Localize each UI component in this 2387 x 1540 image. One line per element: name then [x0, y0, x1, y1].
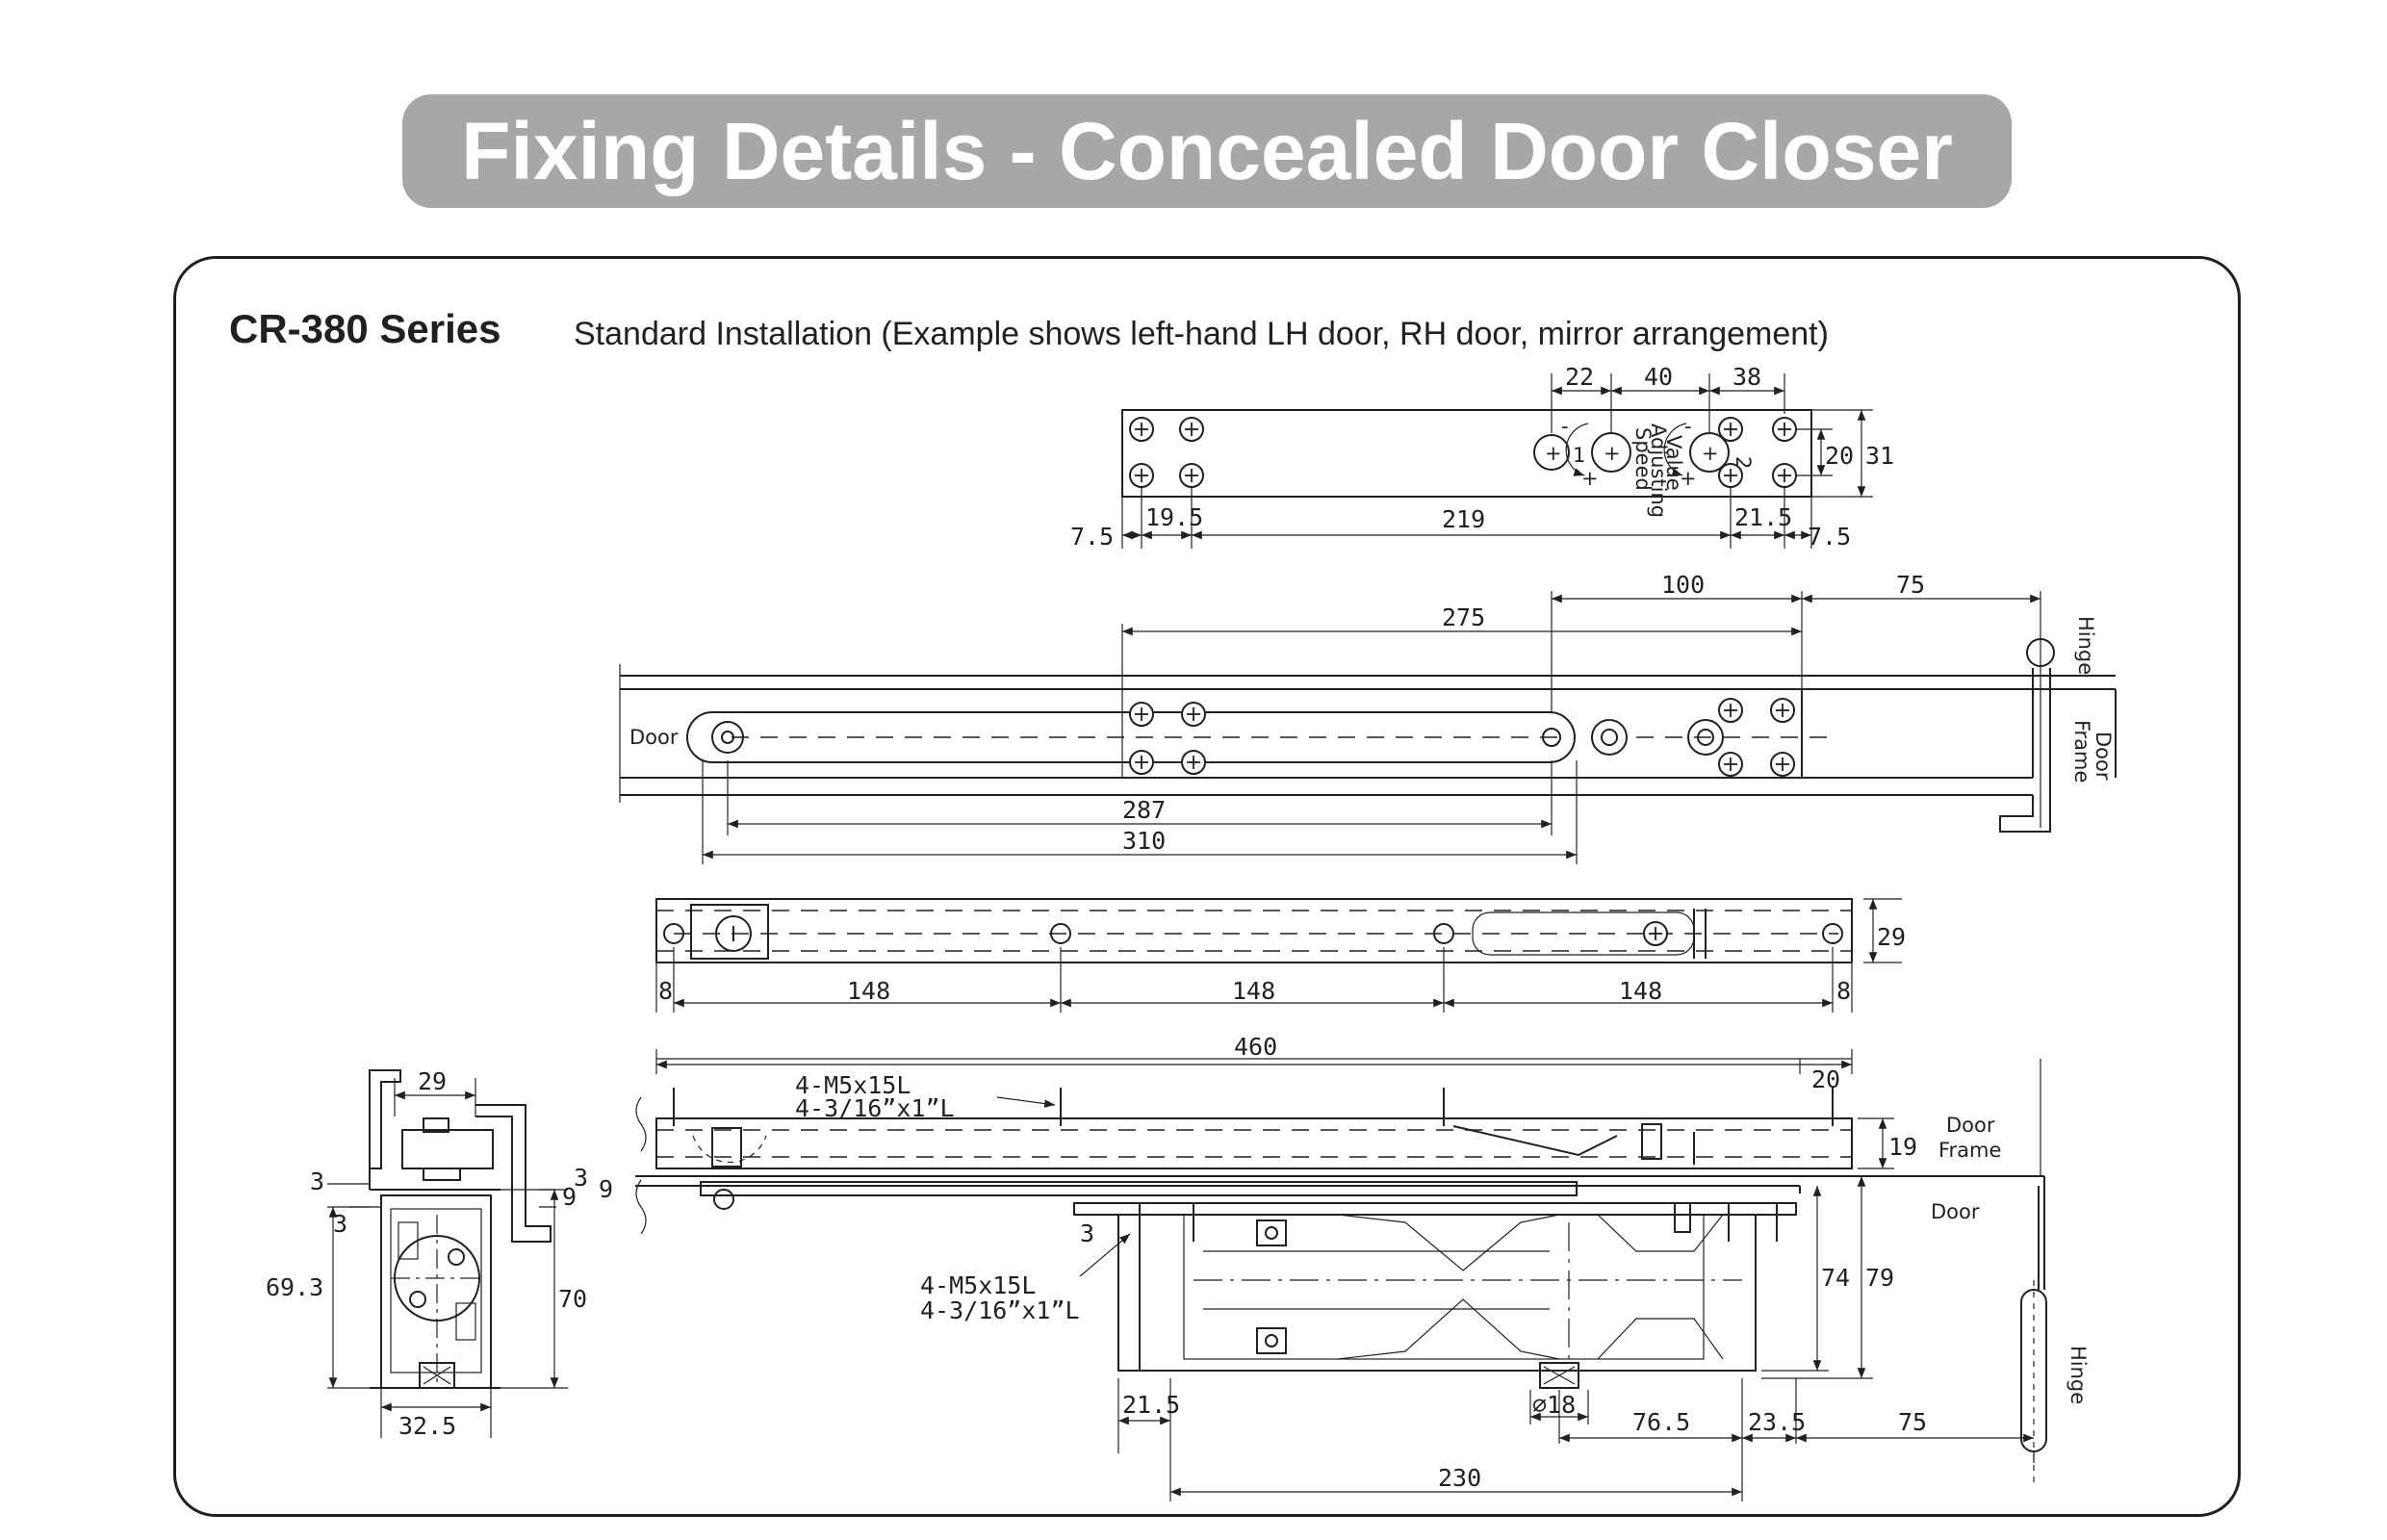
- dim-19: 19: [1888, 1133, 1917, 1161]
- hinge-body: [2020, 1289, 2047, 1452]
- dim-310: 310: [1122, 827, 1166, 855]
- dim-148-b: 148: [1232, 977, 1275, 1005]
- dim-8-right: 8: [1836, 977, 1851, 1005]
- drawing-panel: [173, 256, 2241, 1517]
- hinge-word: Hinge: [2066, 1346, 2090, 1404]
- dim-7-5-right: 7.5: [1808, 523, 1851, 551]
- dim-3-sec-a: 3: [574, 1164, 588, 1192]
- title-banner: Fixing Details - Concealed Door Closer: [402, 94, 2012, 208]
- dim-end-3b: 3: [333, 1210, 347, 1238]
- dim-31: 31: [1865, 442, 1894, 470]
- dim-22: 22: [1565, 363, 1594, 391]
- speed-label-3: Value: [1662, 435, 1685, 491]
- mounting-plate: [1121, 409, 1812, 498]
- top-plate-view: + + + - + - + 1 2 Speed Adjusting Value …: [1070, 363, 1894, 551]
- screw-spec-b-1: 4-M5x15L: [920, 1271, 1036, 1299]
- svg-text:+: +: [1680, 467, 1697, 490]
- dim-dia-18: ⌀18: [1532, 1391, 1576, 1419]
- door-word: Door: [1931, 1200, 1980, 1223]
- screw-spec-a-1: 4-M5x15L: [795, 1071, 911, 1099]
- valve-circle: [1533, 434, 1570, 471]
- dim-40: 40: [1644, 363, 1673, 391]
- arm-plan-view: Door Hinge Door Frame 10: [619, 571, 2117, 864]
- speed-label-1: Speed: [1631, 427, 1655, 491]
- dim-100: 100: [1661, 571, 1705, 599]
- dim-3-sec-b: 3: [1080, 1219, 1094, 1247]
- dim-69-3: 69.3: [266, 1273, 323, 1301]
- svg-text:+: +: [1604, 442, 1621, 465]
- dim-148-a: 148: [847, 977, 890, 1005]
- dim-230: 230: [1438, 1464, 1481, 1492]
- svg-text:+: +: [1581, 467, 1599, 490]
- dim-7-5-left: 7.5: [1070, 523, 1114, 551]
- frame-word-door: Door: [1946, 1114, 1995, 1137]
- plate-screw: [1129, 463, 1154, 488]
- dim-21-5-sec: 21.5: [1122, 1391, 1180, 1419]
- arm-screw: [1718, 698, 1743, 723]
- dim-275: 275: [1442, 603, 1485, 631]
- page-title: Fixing Details - Concealed Door Closer: [461, 105, 1953, 196]
- dim-20: 20: [1825, 442, 1854, 470]
- valve-1-label: 1: [1573, 444, 1585, 467]
- svg-text:-: -: [1561, 415, 1569, 438]
- end-section-view: 29 3 3 9 69.3 70 32.5: [266, 1067, 587, 1440]
- svg-text:+: +: [1545, 442, 1562, 465]
- plate-screw: [1129, 417, 1154, 442]
- dim-38: 38: [1732, 363, 1761, 391]
- plate-screw: [1772, 417, 1797, 442]
- dim-75: 75: [1896, 571, 1925, 599]
- door-frame-label-2: Frame: [2070, 720, 2093, 783]
- dim-20-sec: 20: [1811, 1065, 1840, 1093]
- plate-screw: [1179, 417, 1204, 442]
- dim-8-left: 8: [658, 977, 673, 1005]
- arm-screw: [1129, 702, 1154, 727]
- hinge-label: Hinge: [2074, 616, 2097, 675]
- frame-channel: [655, 1117, 1853, 1169]
- dim-body-29: 29: [1877, 923, 1906, 951]
- dim-end-70: 70: [558, 1285, 587, 1313]
- closer-unit: [1139, 1214, 1757, 1372]
- dim-19-5: 19.5: [1145, 503, 1203, 531]
- arm-screw: [1129, 750, 1154, 775]
- svg-text:-: -: [1684, 415, 1692, 438]
- arm-screw: [1181, 750, 1206, 775]
- dim-74: 74: [1821, 1264, 1850, 1292]
- dim-end-3a: 3: [310, 1168, 324, 1195]
- dim-75-sec: 75: [1898, 1408, 1927, 1436]
- dim-9-sec: 9: [599, 1175, 613, 1203]
- installation-subtitle: Standard Installation (Example shows lef…: [574, 316, 1829, 352]
- arm-screw: [1770, 752, 1795, 777]
- arm-screw: [1718, 752, 1743, 777]
- arm-screw: [1181, 702, 1206, 727]
- valve-2-label: 2: [1732, 456, 1755, 469]
- door-label: Door: [629, 726, 679, 749]
- speed-label-2: Adjusting: [1647, 424, 1670, 518]
- dim-76-5: 76.5: [1632, 1408, 1690, 1436]
- closer-body: [655, 898, 1853, 963]
- svg-text:+: +: [1702, 442, 1719, 465]
- dim-32-5: 32.5: [398, 1412, 456, 1440]
- installation-section-view: 460 20 4-M5x15L 4-3/16”x1”L: [574, 1033, 2090, 1502]
- dim-148-c: 148: [1619, 977, 1662, 1005]
- series-name: CR-380 Series: [229, 306, 501, 351]
- dim-23-5: 23.5: [1748, 1408, 1806, 1436]
- door-frame-label-1: Door: [2092, 732, 2115, 781]
- plate-screw: [1772, 463, 1797, 488]
- dim-end-29: 29: [418, 1067, 447, 1095]
- dim-219: 219: [1442, 505, 1485, 533]
- screw-spec-b-2: 4-3/16”x1”L: [920, 1296, 1080, 1324]
- dim-287: 287: [1122, 796, 1166, 824]
- arm-screw: [1770, 698, 1795, 723]
- dim-79: 79: [1865, 1264, 1894, 1292]
- plate-screw: [1179, 463, 1204, 488]
- closer-body-view: 29 8 148 148 148 8: [655, 898, 1906, 1013]
- dim-21-5: 21.5: [1734, 503, 1792, 531]
- dim-460: 460: [1234, 1033, 1277, 1061]
- sliding-arm: [686, 711, 1576, 763]
- frame-word-frame: Frame: [1938, 1139, 2001, 1162]
- dim-end-9: 9: [562, 1183, 577, 1211]
